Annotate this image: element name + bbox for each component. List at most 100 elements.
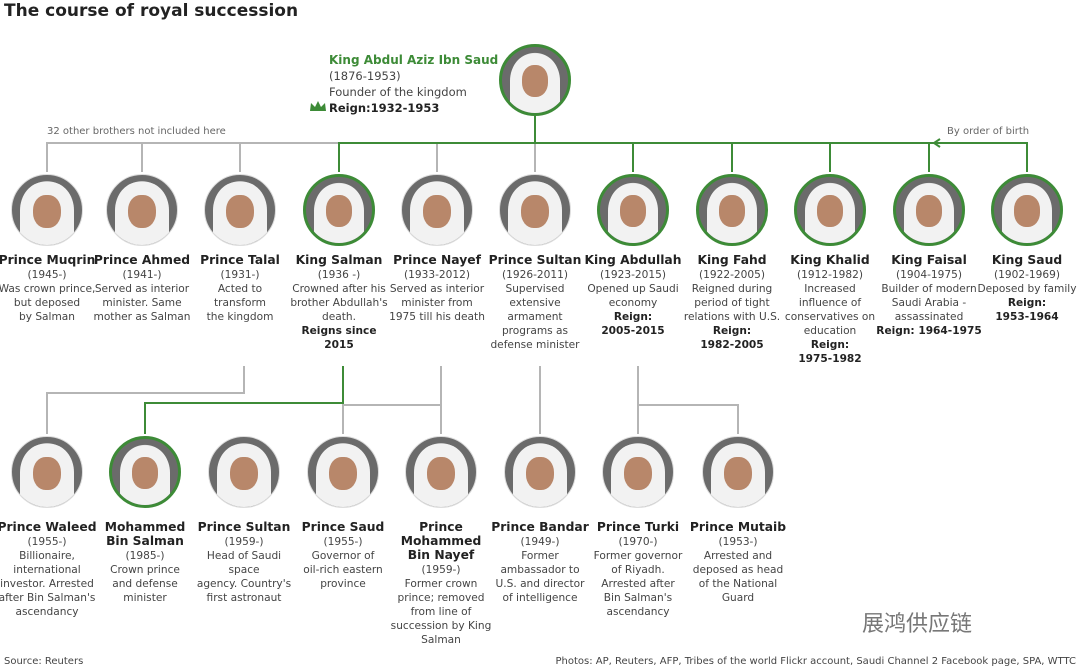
person-description: Arrested and deposed as head of the Nati…	[692, 550, 784, 604]
person-reign: Reign: 1964-1975	[876, 325, 982, 337]
face	[624, 456, 652, 491]
person-name: Prince Muqrin	[0, 253, 96, 267]
birth-order-note: By order of birth	[947, 126, 1030, 137]
person-portrait	[893, 174, 965, 246]
page-title: The course of royal succession	[4, 1, 299, 21]
person-years: (1922-2005)	[698, 269, 765, 281]
person-name: Prince Bandar	[491, 520, 589, 534]
other-brothers-note: 32 other brothers not included here	[47, 126, 226, 137]
person-years: (1953-)	[718, 536, 758, 548]
person-years: (1945-)	[27, 269, 67, 281]
person-portrait	[405, 436, 477, 508]
person-years: (1923-2015)	[599, 269, 666, 281]
person-name: King Abdullah	[584, 253, 682, 267]
person-card: King Fahd (1922-2005) Reigned during perio…	[678, 253, 786, 352]
person-name: King Khalid	[790, 253, 870, 267]
watermark: 展鸿供应链	[862, 612, 973, 637]
person-description: Former ambassador to U.S. and director o…	[495, 550, 585, 604]
person-card: Prince Mutaib (1953-) Arrested and deposed…	[684, 520, 792, 605]
person-reign: Reign: 1975-1982	[798, 339, 862, 365]
person-portrait	[702, 436, 774, 508]
person-name: Prince Talal	[200, 253, 280, 267]
person-name: Prince Mohammed Bin Nayef	[400, 520, 482, 562]
person-description: Increased influence of conservatives on …	[784, 283, 876, 337]
person-card: Prince Mohammed Bin Nayef (1959-) Former c…	[387, 520, 495, 647]
person-name: Prince Sultan	[488, 253, 582, 267]
person-description: Acted to transform the kingdom	[206, 283, 274, 323]
person-description: Billionaire, international investor. Arr…	[0, 550, 96, 618]
person-name: King Fahd	[697, 253, 767, 267]
person-name: Prince Mutaib	[689, 520, 787, 534]
person-years: (1955-)	[27, 536, 67, 548]
source-note: Source: Reuters	[4, 656, 84, 667]
person-portrait	[504, 436, 576, 508]
person-description: Former governor of Riyadh. Arrested afte…	[593, 550, 683, 618]
person-years: (1949-)	[520, 536, 560, 548]
person-description: Opened up Saudi economy	[587, 283, 679, 309]
person-description: Former crown prince; removed from line o…	[390, 578, 492, 646]
person-name: Prince Turki	[596, 520, 680, 534]
person-portrait	[991, 174, 1063, 246]
person-card: King Salman(1936 -)Crowned after his bro…	[285, 253, 393, 352]
person-description: Governor of oil-rich eastern province	[303, 550, 383, 590]
person-reign: Reign: 1953-1964	[995, 297, 1059, 323]
person-reign: Reign: 1982-2005	[700, 325, 764, 351]
person-portrait	[597, 174, 669, 246]
person-card: Prince Sultan(1926-2011)Supervised exten…	[481, 253, 589, 352]
founder-info: King Abdul Aziz Ibn Saud (1876-1953) Fou…	[329, 52, 498, 116]
person-card: Prince Sultan(1959-)Head of Saudi space …	[190, 520, 298, 605]
connector-green-bottom	[144, 366, 344, 434]
person-description: Crown prince and defense minister	[110, 564, 180, 604]
face	[33, 456, 61, 491]
person-portrait	[696, 174, 768, 246]
person-card: Mohammed Bin Salman (1985-) Crown prince a…	[91, 520, 199, 605]
person-name: King Saud	[991, 253, 1063, 267]
face	[427, 456, 455, 491]
person-portrait	[11, 436, 83, 508]
founder-years: (1876-1953)	[329, 69, 401, 83]
person-description: Builder of modern Saudi Arabia - assassi…	[881, 283, 977, 323]
connector-green-top	[338, 116, 1028, 172]
face	[915, 195, 943, 228]
person-portrait	[303, 174, 375, 246]
face	[131, 457, 159, 490]
connector-gray-bottom	[46, 366, 739, 434]
face	[619, 195, 647, 228]
person-card: Prince Waleed(1955-)Billionaire, interna…	[0, 520, 101, 619]
person-portrait	[208, 436, 280, 508]
founder-desc: Founder of the kingdom	[329, 85, 467, 99]
founder-name: King Abdul Aziz Ibn Saud	[329, 53, 499, 67]
person-years: (1985-)	[125, 550, 165, 562]
face	[329, 456, 357, 491]
person-years: (1959-)	[421, 564, 461, 576]
face	[226, 194, 254, 229]
person-reign: Reigns since 2015	[301, 325, 377, 351]
face	[325, 195, 353, 228]
person-portrait	[307, 436, 379, 508]
person-description: Reigned during period of tight relations…	[683, 283, 781, 323]
face	[816, 195, 844, 228]
person-years: (1931-)	[220, 269, 260, 281]
person-name: Prince Nayef	[393, 253, 481, 267]
person-portrait	[499, 174, 571, 246]
person-card: King Faisal(1904-1975)Builder of modern …	[875, 253, 983, 338]
face	[33, 194, 61, 229]
person-description: Crowned after his brother Abdullah's dea…	[290, 283, 388, 323]
person-card: Prince Talal (1931-) Acted to transform th…	[186, 253, 294, 324]
person-name: Prince Saud	[301, 520, 385, 534]
connector-gray-top	[46, 142, 536, 172]
person-portrait	[794, 174, 866, 246]
person-portrait	[204, 174, 276, 246]
person-card: Prince Bandar (1949-) Former ambassador to…	[486, 520, 594, 605]
face	[230, 456, 258, 491]
person-description: Served as interior minister from 1975 ti…	[389, 283, 485, 323]
person-portrait	[401, 174, 473, 246]
photo-credits: Photos: AP, Reuters, AFP, Tribes of the …	[555, 656, 1076, 667]
person-name: Mohammed Bin Salman	[104, 520, 186, 548]
face	[724, 456, 752, 491]
person-reign: Reign: 2005-2015	[601, 311, 665, 337]
person-card: King Khalid(1912-1982)Increased influenc…	[776, 253, 884, 366]
